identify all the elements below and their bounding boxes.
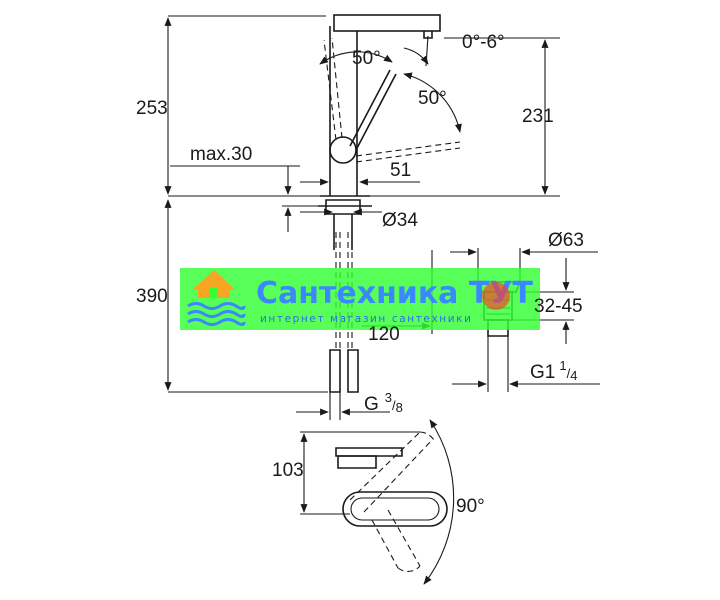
label-tilt: 0°-6° bbox=[462, 32, 505, 53]
lever-lower-position bbox=[355, 141, 461, 163]
spout-top bbox=[333, 14, 441, 32]
house-logo-icon bbox=[187, 270, 246, 326]
label-103: 103 bbox=[272, 460, 304, 481]
label-max30: max.30 bbox=[190, 144, 252, 165]
watermark-band bbox=[180, 268, 540, 330]
label-120: 120 bbox=[368, 324, 400, 345]
angle-arcs bbox=[319, 35, 462, 133]
label-lever-upper: 50° bbox=[352, 48, 381, 69]
label-waste-diameter: Ø63 bbox=[548, 230, 584, 251]
label-waste-range: 32-45 bbox=[534, 296, 583, 317]
lever bbox=[349, 69, 391, 147]
hose-fitting-right bbox=[347, 349, 359, 393]
label-swivel: 90° bbox=[456, 496, 485, 517]
label-390: 390 bbox=[136, 286, 168, 307]
label-253: 253 bbox=[136, 98, 168, 119]
label-231: 231 bbox=[522, 106, 554, 127]
lever-upper-position bbox=[323, 37, 343, 141]
label-hole-diameter: Ø34 bbox=[382, 210, 418, 231]
dimension-labels: 253 231 max.30 51 Ø34 390 120 Ø63 32-45 … bbox=[136, 32, 584, 517]
label-51: 51 bbox=[390, 160, 411, 181]
watermark: Сантехника ТУТ интернет магазин сантехни… bbox=[180, 268, 540, 330]
hose-fitting-left bbox=[329, 349, 341, 393]
watermark-tagline: интернет магазин сантехники bbox=[260, 313, 473, 325]
label-lever-lower: 50° bbox=[418, 88, 447, 109]
dimension-lines bbox=[164, 15, 600, 420]
spout-top-view bbox=[342, 491, 448, 527]
faucet-top-view bbox=[300, 419, 455, 585]
watermark-accent bbox=[482, 282, 510, 310]
